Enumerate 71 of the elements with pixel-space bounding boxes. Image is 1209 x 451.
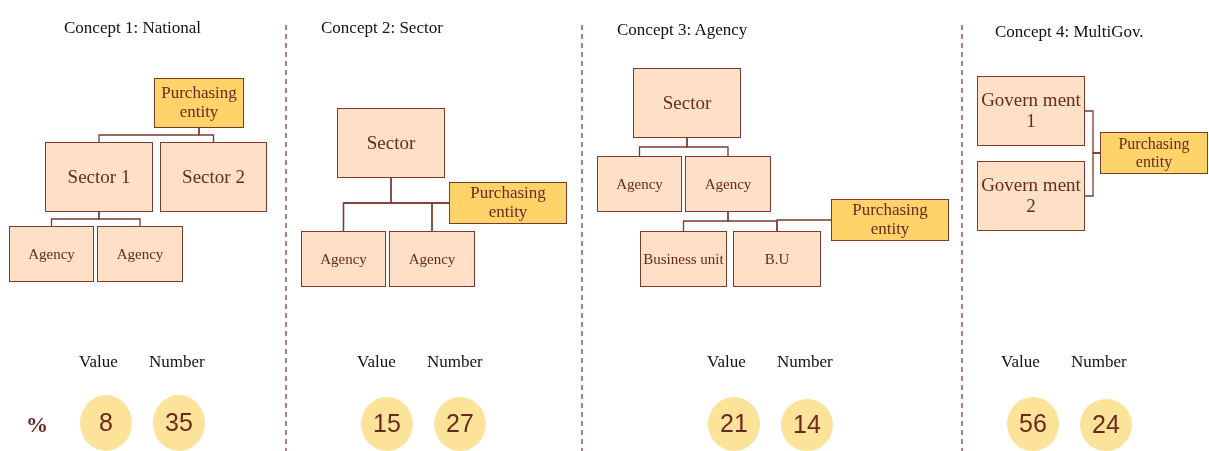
connector-line — [776, 219, 832, 232]
org-box — [301, 231, 386, 287]
value-number: 21 — [720, 410, 748, 438]
value-number: 15 — [373, 410, 401, 438]
box-label: Purchasing entity — [469, 184, 547, 222]
org-box — [640, 231, 727, 287]
box-label: Purchasing entity — [851, 201, 929, 239]
value-circle — [781, 399, 833, 451]
org-box — [337, 108, 445, 178]
box-label: Purchasing entity — [160, 84, 238, 122]
box-label: Govern ment 1 — [980, 90, 1082, 132]
org-box — [633, 68, 741, 138]
org-box — [597, 156, 682, 212]
box-label: Agency — [28, 245, 75, 263]
connector-line — [98, 211, 141, 227]
value-number: 24 — [1092, 411, 1120, 439]
column-header: Number — [1071, 352, 1127, 372]
purchasing-entity-box — [154, 78, 244, 128]
connector-line — [198, 127, 215, 143]
value-circle — [434, 397, 486, 451]
column-header: Value — [1001, 352, 1040, 372]
connector-line — [1084, 152, 1101, 197]
box-label: Agency — [408, 250, 456, 268]
box-label: Sector 2 — [182, 166, 245, 188]
value-number: 8 — [99, 409, 113, 437]
org-box — [97, 226, 183, 282]
value-number: 27 — [446, 410, 474, 438]
concept-title: Concept 2: Sector — [321, 18, 443, 38]
value-circle — [80, 395, 132, 451]
box-label: Agency — [116, 245, 164, 263]
value-circle — [1080, 399, 1132, 451]
org-box — [977, 76, 1085, 146]
value-number: 14 — [793, 411, 821, 439]
box-label: B.U — [764, 250, 790, 268]
value-circle — [708, 397, 760, 451]
purchasing-entity-box — [449, 182, 567, 224]
concept-title: Concept 1: National — [64, 18, 201, 38]
connector-line — [431, 202, 450, 232]
value-number: 35 — [165, 409, 193, 437]
box-label: Govern ment 2 — [980, 175, 1082, 217]
org-box — [160, 142, 267, 212]
column-header: Number — [427, 352, 483, 372]
org-box — [45, 142, 153, 212]
box-label: Sector — [662, 92, 712, 114]
org-box — [685, 156, 771, 212]
org-box — [977, 161, 1085, 231]
concept-title: Concept 4: MultiGov. — [995, 22, 1144, 42]
column-header: Number — [149, 352, 205, 372]
value-circle — [1007, 397, 1059, 451]
connector-line — [686, 137, 729, 157]
value-circle — [153, 395, 205, 451]
box-label: Sector — [366, 132, 416, 154]
column-header: Value — [357, 352, 396, 372]
org-box — [389, 231, 475, 287]
box-label: Sector 1 — [67, 166, 131, 188]
box-label: Purchasing entity — [1117, 135, 1191, 171]
box-label: Agency — [616, 175, 663, 193]
org-box — [9, 226, 94, 282]
purchasing-entity-box — [1100, 132, 1208, 174]
column-header: Number — [777, 352, 833, 372]
value-circle — [361, 397, 413, 451]
box-label: Business unit — [643, 250, 724, 268]
box-label: Agency — [704, 175, 752, 193]
value-number: 56 — [1019, 410, 1047, 438]
column-header: Value — [707, 352, 746, 372]
column-header: Value — [79, 352, 118, 372]
concept-title: Concept 3: Agency — [617, 20, 748, 40]
box-label: Agency — [320, 250, 367, 268]
purchasing-entity-box — [831, 199, 949, 241]
org-box — [733, 231, 821, 287]
percent-sign: % — [26, 412, 48, 438]
